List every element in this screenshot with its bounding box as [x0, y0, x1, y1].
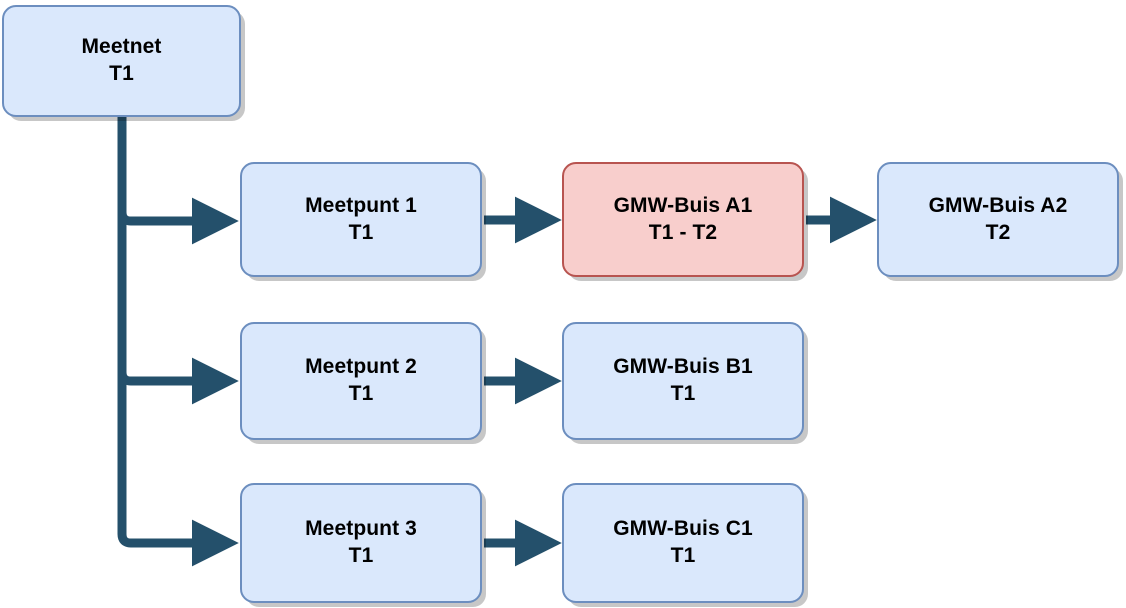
node-gmw-buis-a1-sublabel: T1 - T2 [648, 220, 718, 244]
node-gmw-buis-c1-label: GMW-Buis C1 [613, 517, 753, 541]
node-meetpunt-1-label: Meetpunt 1 [305, 193, 417, 217]
node-meetpunt-2-sublabel: T1 [348, 382, 374, 405]
node-meetpunt-3-sublabel: T1 [348, 544, 374, 567]
node-gmw-buis-b1-label: GMW-Buis B1 [613, 355, 753, 379]
node-gmw-buis-c1[interactable]: GMW-Buis C1 T1 [562, 483, 804, 603]
node-gmw-buis-a2[interactable]: GMW-Buis A2 T2 [877, 162, 1119, 277]
node-gmw-buis-a2-sublabel: T2 [985, 220, 1011, 244]
node-gmw-buis-a1-label: GMW-Buis A1 [613, 193, 753, 217]
node-meetpunt-3-label: Meetpunt 3 [305, 517, 417, 541]
node-meetpunt-2[interactable]: Meetpunt 2 T1 [240, 322, 482, 440]
node-meetpunt-2-label: Meetpunt 2 [305, 355, 417, 379]
edge-meetnet-to-meetpunt-3 [117, 113, 239, 567]
node-gmw-buis-b1-sublabel: T1 [670, 382, 696, 405]
node-meetnet-label: Meetnet [81, 35, 162, 59]
node-meetnet-sublabel: T1 [109, 62, 134, 85]
edge-meetnet-to-meetpunt-2 [117, 113, 239, 405]
node-gmw-buis-a2-label: GMW-Buis A2 [928, 193, 1068, 217]
node-gmw-buis-c1-sublabel: T1 [670, 544, 696, 567]
node-meetpunt-1[interactable]: Meetpunt 1 T1 [240, 162, 482, 277]
node-meetpunt-3[interactable]: Meetpunt 3 T1 [240, 483, 482, 603]
node-meetpunt-1-sublabel: T1 [348, 220, 374, 244]
node-gmw-buis-a1[interactable]: GMW-Buis A1 T1 - T2 [562, 162, 804, 277]
edge-meetnet-to-meetpunt-1 [117, 113, 239, 245]
node-meetnet[interactable]: Meetnet T1 [2, 5, 241, 117]
node-gmw-buis-b1[interactable]: GMW-Buis B1 T1 [562, 322, 804, 440]
